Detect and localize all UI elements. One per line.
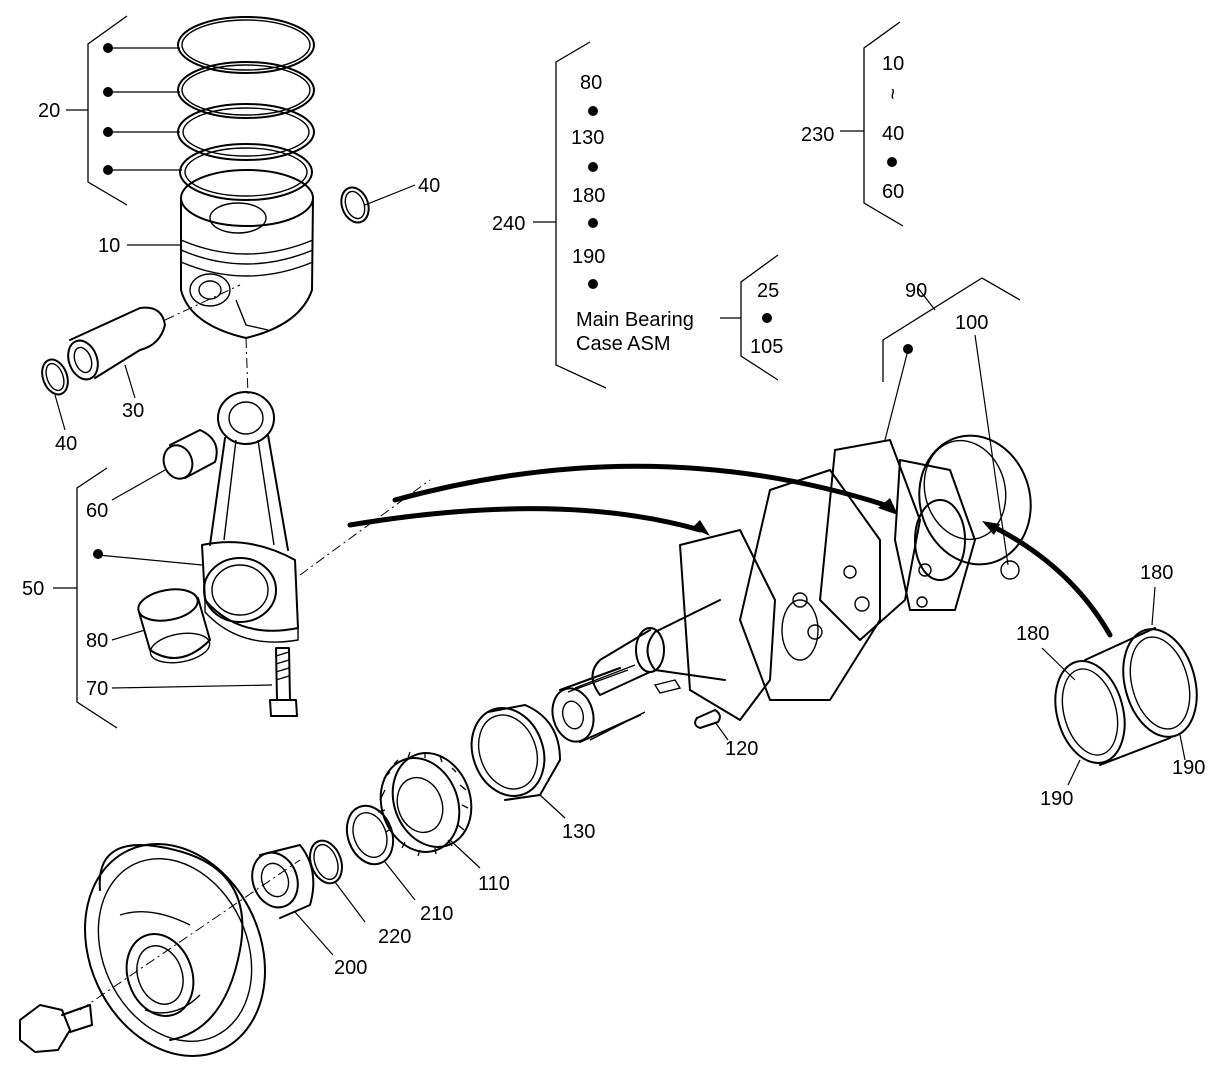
callout-10: 10 (98, 235, 120, 257)
main-bearing-label-line2: Case ASM (576, 333, 670, 355)
kit-240-item-80: 80 (580, 72, 602, 94)
callout-40-left: 40 (55, 433, 77, 455)
kit-240-item-190: 190 (572, 246, 605, 268)
callout-80: 80 (86, 630, 108, 652)
crankshaft (591, 434, 1032, 721)
kit-230-contents: 10 ~ 40 60 (881, 53, 904, 203)
main-bearing-item-25: 25 (757, 280, 779, 302)
kit-240-contents: 80 130 180 190 Main Bearing Case ASM (571, 72, 694, 355)
callout-190-left: 190 (1040, 788, 1073, 810)
callout-210: 210 (420, 903, 453, 925)
callout-20: 20 (38, 100, 60, 122)
crank-pulley (84, 843, 266, 1057)
pulley-bolt (19, 1004, 93, 1053)
main-bearing-item-105: 105 (750, 336, 783, 358)
callout-240: 240 (492, 213, 525, 235)
callout-70: 70 (86, 678, 108, 700)
o-ring (309, 839, 343, 885)
callout-180-upper: 180 (1140, 562, 1173, 584)
callout-200: 200 (334, 957, 367, 979)
arrow-bearing-to-journal (987, 522, 1113, 638)
leader-lines (53, 15, 1186, 956)
rear-main-bearing-set (1054, 627, 1198, 766)
callout-180-left: 180 (1016, 623, 1049, 645)
callout-40-right: 40 (418, 175, 440, 197)
callout-90: 90 (905, 280, 927, 302)
callout-110: 110 (478, 873, 510, 895)
snap-ring-left (41, 358, 69, 396)
snap-ring-right (340, 186, 370, 224)
spacer (251, 844, 315, 919)
callout-120: 120 (725, 738, 758, 760)
callout-60: 60 (86, 500, 108, 522)
kit-230-item-40: 40 (882, 123, 904, 145)
connecting-rod (201, 391, 299, 643)
woodruff-key (694, 709, 721, 729)
rod-bolt (269, 647, 298, 717)
callout-50: 50 (22, 578, 44, 600)
main-bearing-label-line1: Main Bearing (576, 309, 694, 331)
arrow-to-crankpin (392, 463, 888, 508)
rod-bearing (137, 588, 211, 664)
bullet-dots (93, 43, 913, 559)
crank-gear (377, 751, 473, 857)
piston-rings-group (177, 16, 315, 201)
crank-spline (551, 664, 646, 743)
callout-230: 230 (801, 124, 834, 146)
callout-30: 30 (122, 400, 144, 422)
main-bearing-kit-contents: 25 105 (750, 280, 783, 358)
callout-220: 220 (378, 926, 411, 948)
callout-130: 130 (562, 821, 595, 843)
piston-pin (67, 306, 166, 381)
kit-230-item-10: 10 (882, 53, 904, 75)
callout-labels: 20 10 40 30 40 60 50 80 70 90 100 120 13… (22, 100, 1205, 979)
callout-100: 100 (955, 312, 988, 334)
callout-190-right: 190 (1172, 757, 1205, 779)
thrust-washer (345, 804, 395, 866)
piston (180, 169, 314, 339)
kit-240-item-130: 130 (571, 127, 604, 149)
small-end-bushing (162, 429, 218, 480)
kit-230-range-symbol: ~ (881, 88, 903, 100)
kit-240-item-180: 180 (572, 185, 605, 207)
front-main-bearing (470, 704, 561, 801)
arrow-to-crank-front (347, 506, 703, 533)
kit-230-item-60: 60 (882, 181, 904, 203)
